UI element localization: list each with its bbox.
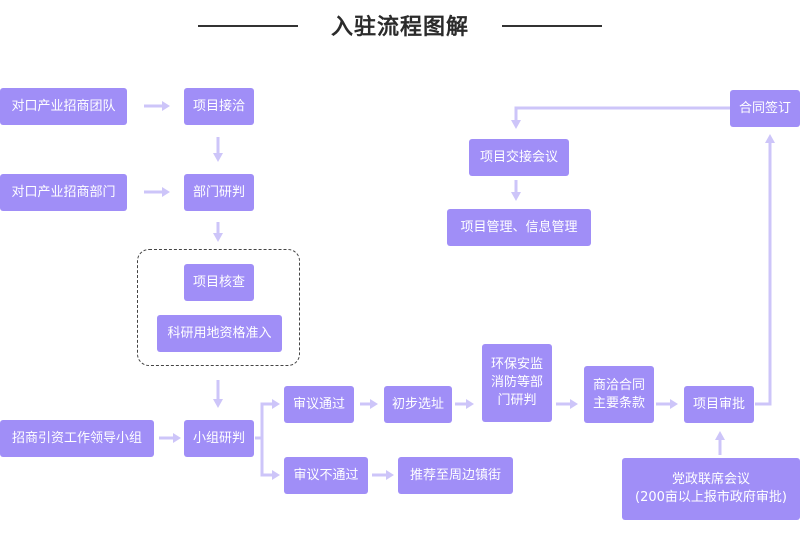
node-recommend: 推荐至周边镇街 <box>398 457 513 494</box>
arrowhead <box>511 120 521 129</box>
node-env-line1: 环保安监 <box>490 357 543 372</box>
arrowhead <box>173 433 181 443</box>
node-leadgroup: 招商引资工作领导小组 <box>0 420 154 457</box>
node-verify: 项目核查 <box>184 264 254 301</box>
arrowhead <box>466 399 474 409</box>
node-approve: 项目审批 <box>684 386 754 423</box>
arrowhead <box>272 470 280 480</box>
arrow-sign-to-handover <box>514 106 730 121</box>
node-team-b: 对口产业招商部门 <box>0 174 127 211</box>
node-dept-review: 部门研判 <box>184 174 254 211</box>
title-left-rule <box>198 25 298 27</box>
arrowhead <box>511 192 521 201</box>
arrowhead <box>213 233 223 242</box>
node-terms-line2: 主要条款 <box>592 395 645 411</box>
node-party-meeting: 党政联席会议 (200亩以上报市政府审批) <box>622 458 800 520</box>
node-group-review: 小组研判 <box>184 420 254 457</box>
arrowhead <box>162 187 170 197</box>
node-env-line3: 门研判 <box>497 393 537 408</box>
node-terms-line1: 商洽合同 <box>592 377 645 393</box>
arrowhead <box>213 153 223 162</box>
node-contact: 项目接洽 <box>184 88 254 125</box>
arrowhead <box>570 399 578 409</box>
diagram-title: 入驻流程图解 <box>330 15 469 40</box>
node-manage: 项目管理、信息管理 <box>447 209 591 246</box>
node-pass: 审议通过 <box>284 386 354 423</box>
arrowhead <box>765 134 775 143</box>
branch-connector <box>255 402 273 440</box>
node-party-line2: (200亩以上报市政府审批) <box>635 490 787 505</box>
arrowhead <box>670 399 678 409</box>
title-bar: 入驻流程图解 <box>0 0 800 52</box>
node-party-line1: 党政联席会议 <box>671 472 750 487</box>
arrowhead <box>213 399 223 408</box>
node-env-line2: 消防等部 <box>490 375 543 390</box>
node-fail: 审议不通过 <box>284 457 368 494</box>
node-terms: 商洽合同 主要条款 <box>584 366 654 423</box>
node-team-a: 对口产业招商团队 <box>0 88 127 125</box>
arrowhead <box>715 431 725 440</box>
node-land: 科研用地资格准入 <box>157 315 282 352</box>
branch-connector-lower <box>260 438 273 477</box>
title-right-rule <box>502 25 602 27</box>
arrowhead <box>162 101 170 111</box>
arrowhead <box>272 399 280 409</box>
node-site: 初步选址 <box>384 386 452 423</box>
node-env-review: 环保安监 消防等部 门研判 <box>482 344 552 422</box>
node-sign: 合同签订 <box>730 90 800 127</box>
verification-group <box>137 249 300 366</box>
node-handover: 项目交接会议 <box>469 139 569 176</box>
arrowhead <box>386 470 394 480</box>
arrow-approve-to-sign <box>755 143 772 406</box>
arrowhead <box>370 399 378 409</box>
